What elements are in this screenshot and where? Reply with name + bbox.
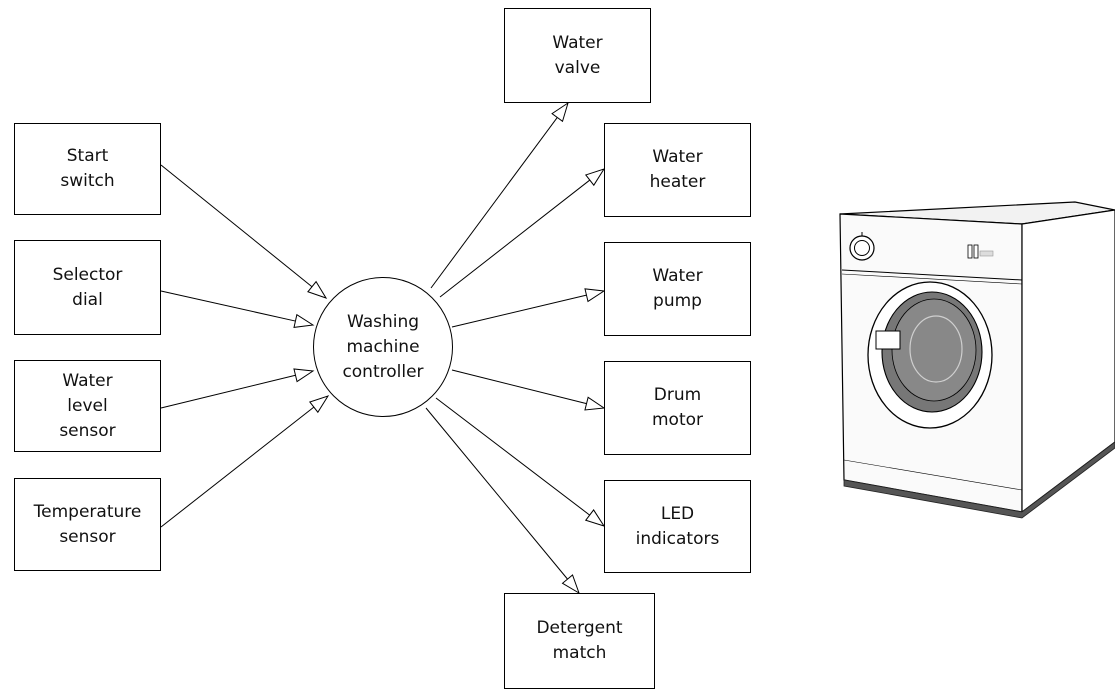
label-line: Water [62, 370, 113, 391]
arrow-shaft [425, 407, 568, 580]
label-line: heater [649, 172, 706, 192]
label-line: Temperature [33, 501, 142, 522]
label-line: Drum [653, 385, 702, 405]
label-line: Start [66, 146, 109, 166]
arrow-head [551, 101, 569, 123]
arrow-head [307, 280, 328, 299]
output-box-drum-motor: Drum motor [604, 361, 751, 455]
label-line: Water [652, 147, 703, 167]
label-line: match [552, 643, 607, 663]
label-line: motor [651, 410, 704, 430]
controller-label-line: controller [342, 361, 424, 382]
arrow-shaft [160, 290, 296, 322]
input-box-water-level-sensor: Water level sensor [14, 360, 161, 452]
arrow-controller-to-water-heater [439, 168, 606, 298]
output-box-water-pump: Water pump [604, 242, 751, 336]
output-box-water-heater: Water heater [604, 123, 751, 217]
output-box-water-valve: Water valve [504, 8, 651, 103]
label-line: pump [653, 291, 702, 311]
arrow-shaft [451, 369, 587, 405]
label-line: LED [660, 503, 695, 524]
output-box-led-indicators: LED indicators [604, 480, 751, 573]
label-line: level [67, 395, 108, 416]
arrow-selector-dial-to-controller [160, 290, 315, 328]
arrow-head [584, 509, 606, 527]
input-box-selector-dial: Selector dial [14, 240, 161, 335]
arrow-shaft [160, 406, 315, 528]
arrow-head [584, 168, 606, 187]
controller-node: Washing machine controller [313, 277, 453, 417]
arrow-head [561, 574, 580, 595]
arrow-temperature-to-controller [160, 395, 330, 528]
label-line: switch [60, 171, 115, 191]
label-line: Water [652, 266, 703, 286]
label-line: valve [554, 57, 601, 78]
label-line: Detergent [536, 618, 623, 638]
arrow-head [584, 396, 606, 411]
arrow-controller-to-water-valve [430, 101, 569, 289]
arrow-shaft [160, 164, 313, 288]
controller-label-line: Washing [346, 311, 420, 332]
arrow-controller-to-detergent-match [425, 407, 580, 595]
label-line: Selector [52, 264, 123, 285]
arrow-head [293, 368, 315, 383]
output-box-detergent-match: Detergent match [504, 593, 655, 689]
arrow-head [584, 288, 606, 303]
label-line: sensor [59, 526, 116, 547]
arrow-water-level-to-controller [160, 368, 315, 409]
arrow-controller-to-led-indicators [435, 397, 606, 527]
arrow-controller-to-drum-motor [451, 369, 606, 411]
arrow-shaft [439, 179, 591, 298]
arrow-head [293, 313, 315, 328]
label-line: indicators [635, 528, 720, 549]
arrow-shaft [435, 397, 590, 516]
label-line: sensor [59, 420, 116, 441]
arrow-controller-to-water-pump [451, 288, 606, 328]
label-line: Water [552, 32, 603, 53]
input-box-temperature-sensor: Temperature sensor [14, 478, 161, 571]
arrow-shaft [451, 294, 587, 328]
arrow-head [308, 395, 330, 414]
label-line: dial [72, 289, 103, 310]
washing-machine-icon [839, 201, 1115, 519]
controller-label-line: machine [346, 336, 420, 357]
arrow-start-switch-to-controller [160, 164, 328, 299]
arrow-shaft [160, 374, 296, 409]
arrow-shaft [430, 117, 558, 289]
input-box-start-switch: Start switch [14, 123, 161, 215]
